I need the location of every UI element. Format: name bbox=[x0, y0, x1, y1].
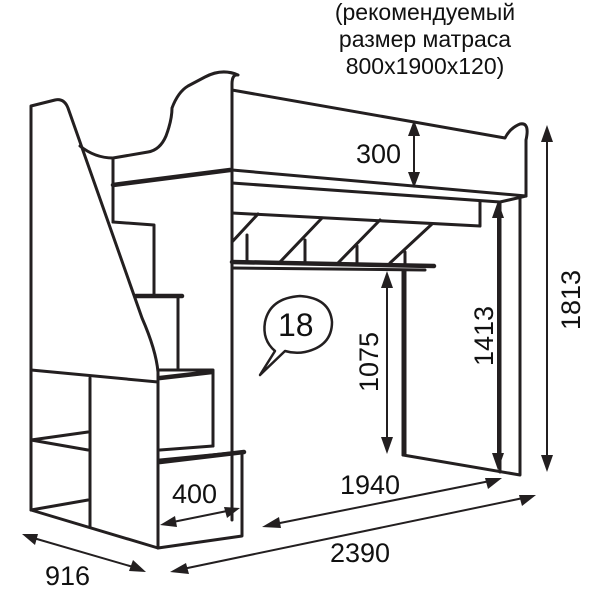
dimension-label-2390: 2390 bbox=[330, 538, 390, 568]
speech-bubble-icon: 18 bbox=[258, 294, 334, 377]
mattress-note: (рекомендуемый размер матраса 800x1900x1… bbox=[335, 0, 515, 79]
dimension-label-1813: 1813 bbox=[556, 270, 586, 330]
dimension-depth: 916 bbox=[22, 534, 146, 591]
dimension-guard-height: 300 bbox=[356, 120, 420, 188]
dimension-desk-height: 1075 bbox=[354, 271, 393, 454]
mattress-note-line2: размер матраса bbox=[339, 26, 511, 52]
dimension-inner-length: 1940 bbox=[262, 470, 502, 528]
stairs bbox=[111, 220, 247, 550]
dimension-label-300: 300 bbox=[356, 139, 401, 169]
dimension-label-1940: 1940 bbox=[340, 470, 400, 500]
bed-guard bbox=[110, 88, 529, 204]
mattress-note-line3: 800x1900x120) bbox=[346, 53, 505, 79]
stair-side-panel bbox=[29, 98, 160, 550]
dimension-label-916: 916 bbox=[45, 561, 90, 591]
dimension-label-1413: 1413 bbox=[469, 306, 499, 366]
dimension-label-1075: 1075 bbox=[354, 332, 384, 392]
dimension-step-width: 400 bbox=[160, 479, 240, 527]
dimension-total-length: 2390 bbox=[170, 495, 536, 574]
storage-cabinet bbox=[29, 368, 160, 550]
desk-shelf bbox=[229, 212, 437, 457]
dimension-total-height: 1813 bbox=[541, 125, 586, 472]
dimension-under-bed: 1413 bbox=[469, 201, 504, 470]
mattress-note-line1: (рекомендуемый bbox=[335, 0, 515, 25]
support-beam bbox=[230, 194, 528, 228]
end-panel bbox=[401, 194, 522, 477]
dimension-label-400: 400 bbox=[172, 479, 217, 509]
headboard bbox=[78, 70, 240, 522]
badge-number: 18 bbox=[278, 307, 314, 343]
